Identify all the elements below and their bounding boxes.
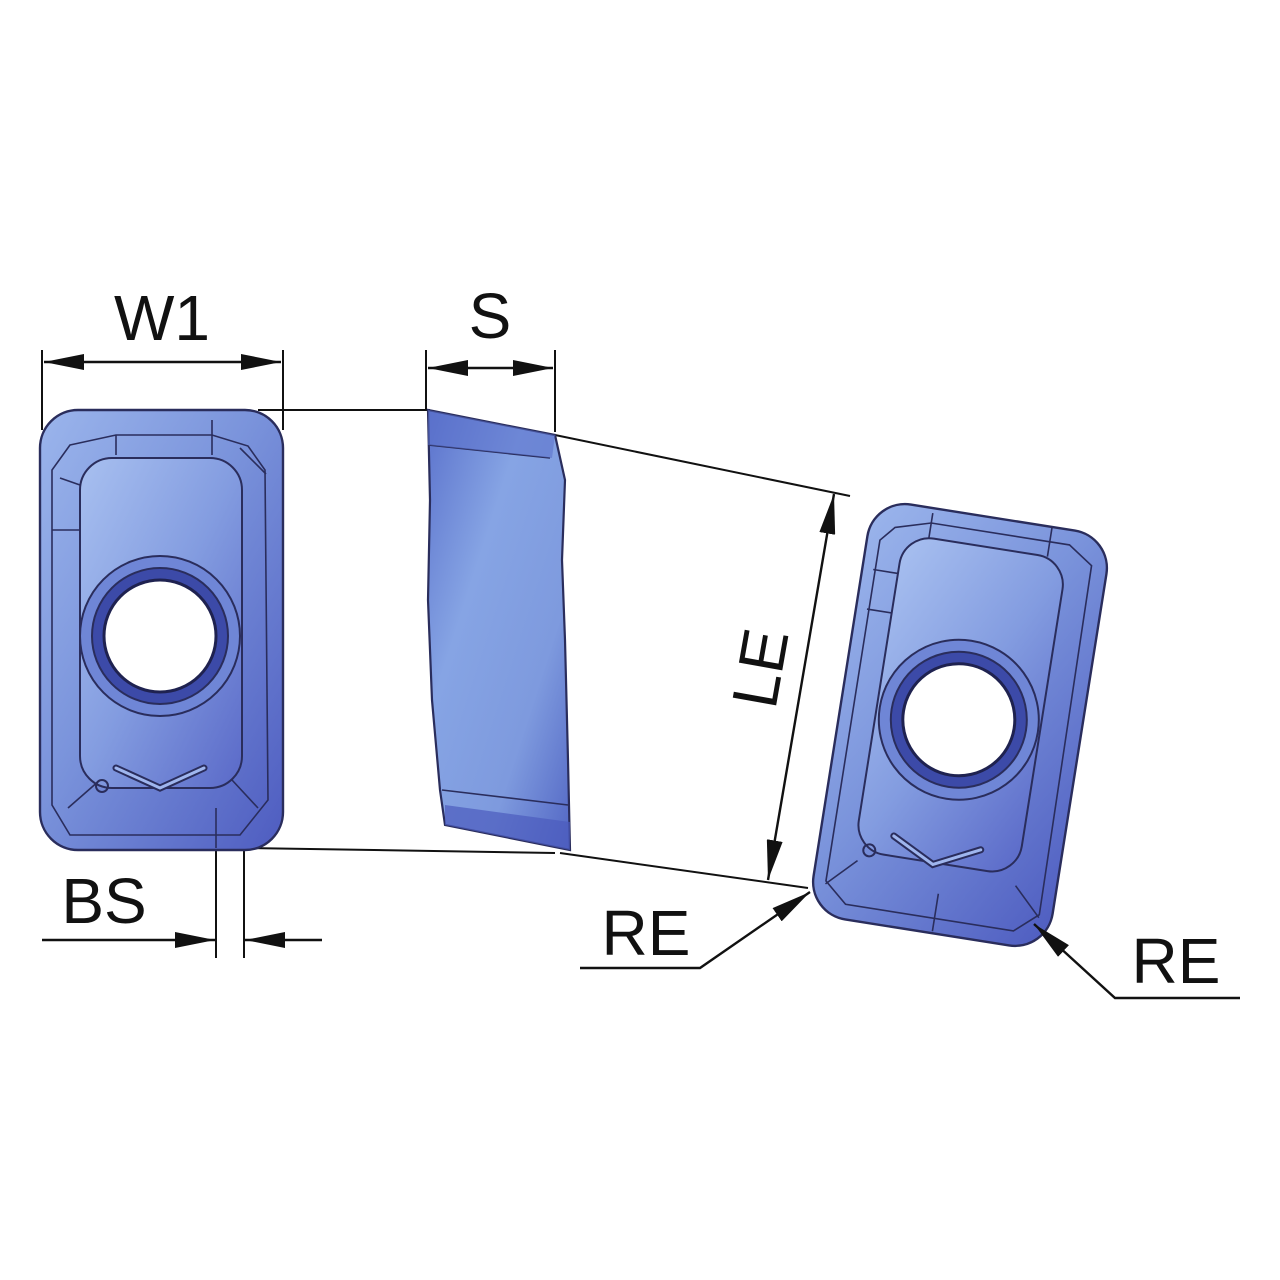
label-bs: BS <box>61 865 146 937</box>
projection-lines <box>41 350 851 958</box>
right-insert <box>811 502 1109 948</box>
dimension-re-right: RE <box>1033 923 1240 1000</box>
dimension-bs: BS <box>42 865 322 948</box>
dimension-re-left: RE <box>580 891 811 970</box>
left-insert <box>38 408 285 852</box>
dimension-w1: W1 <box>44 282 281 370</box>
dimension-le: LE <box>718 493 836 881</box>
right-insert-dot-mark <box>862 843 877 858</box>
label-re-left: RE <box>602 897 691 969</box>
side-view-insert <box>426 408 572 852</box>
label-re-right: RE <box>1132 925 1221 997</box>
right-insert-hole <box>901 662 1017 778</box>
left-insert-hole <box>102 578 218 694</box>
side-view-body <box>426 408 572 852</box>
left-insert-dot-mark <box>95 779 109 793</box>
label-le: LE <box>718 623 802 713</box>
label-w1: W1 <box>114 282 210 354</box>
dimension-s: S <box>428 280 553 376</box>
label-s: S <box>469 280 512 352</box>
